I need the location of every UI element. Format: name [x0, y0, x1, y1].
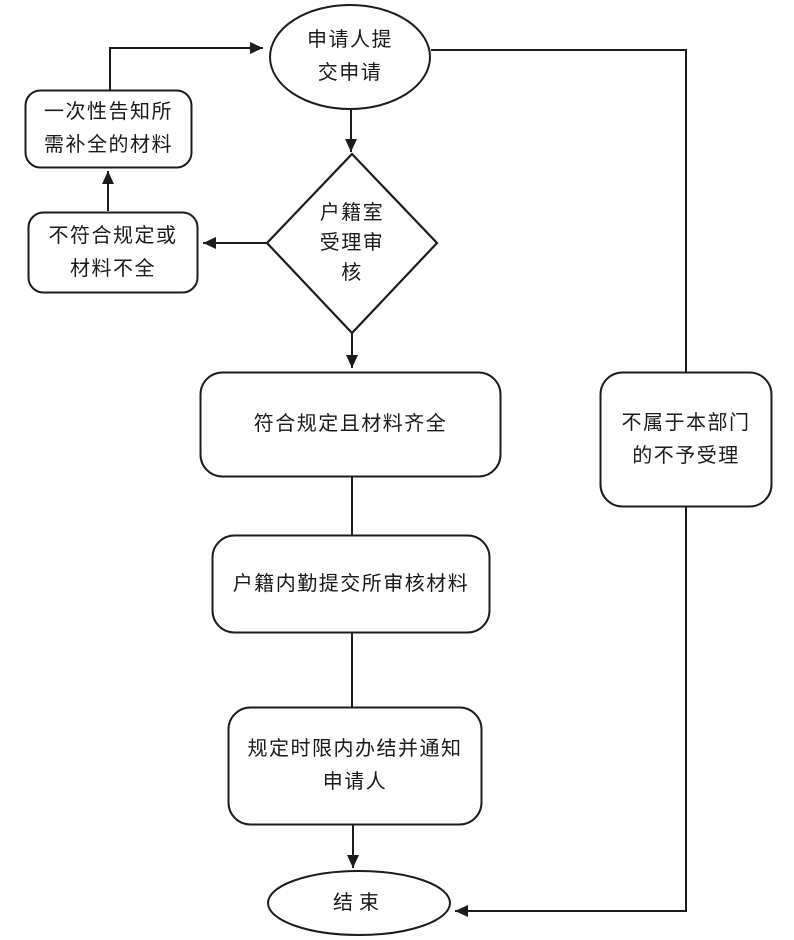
arrow-notify-to-start — [109, 42, 263, 90]
complete-box-shape — [227, 706, 483, 826]
submit-box-shape — [211, 534, 491, 634]
start-ellipse-shape — [269, 4, 431, 110]
arrow-reject-to-end — [455, 507, 687, 917]
nonconform-box-shape — [27, 211, 199, 294]
line-start-to-reject — [431, 49, 687, 372]
conform-box-shape — [199, 371, 502, 478]
notify-box-shape — [24, 89, 193, 169]
reject-box-shape — [599, 371, 773, 508]
end-ellipse-shape — [267, 870, 451, 936]
review-diamond-shape — [265, 152, 439, 335]
